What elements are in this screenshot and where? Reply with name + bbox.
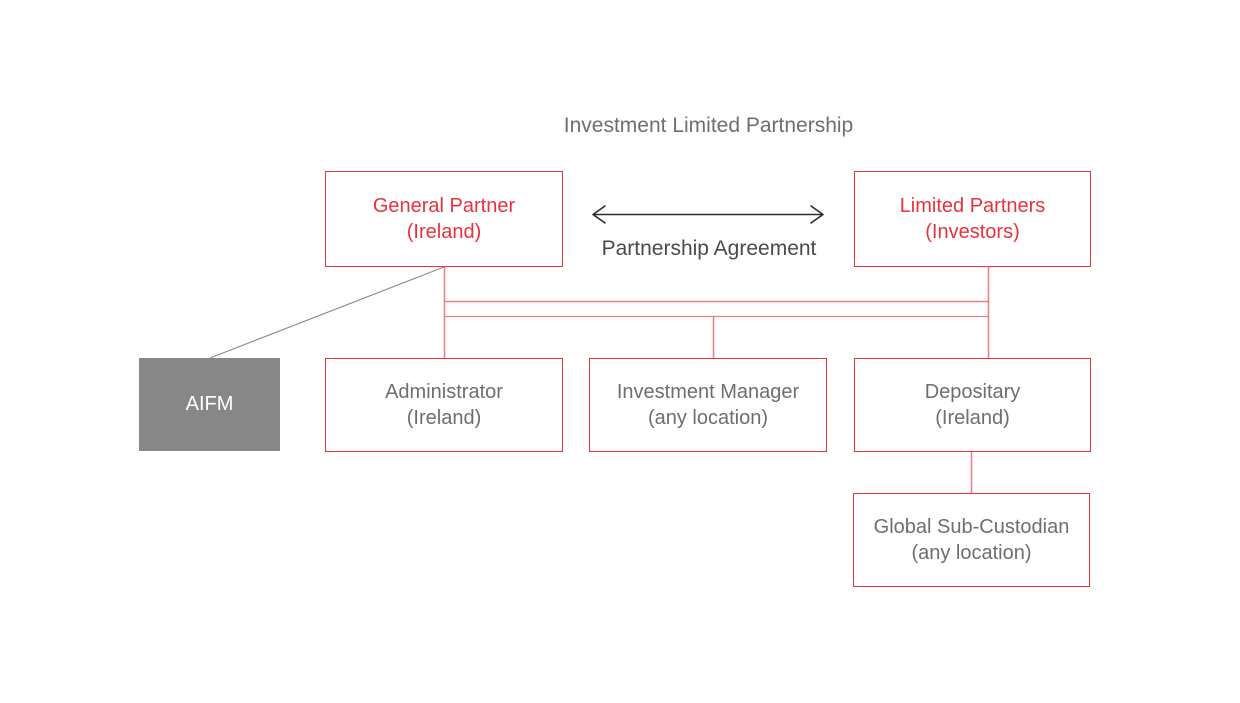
node-aifm-line1: AIFM bbox=[185, 393, 234, 416]
edge-label-partnership-agreement: Partnership Agreement bbox=[601, 237, 817, 260]
arrowhead-left-icon bbox=[592, 205, 606, 224]
node-global-sub-custodian[interactable]: Global Sub-Custodian (any location) bbox=[853, 493, 1090, 587]
node-depositary-line2: (Ireland) bbox=[935, 407, 1010, 429]
node-administrator-line2: (Ireland) bbox=[406, 407, 482, 429]
node-aifm[interactable]: AIFM bbox=[139, 358, 280, 451]
node-global-sub-custodian-line2: (any location) bbox=[911, 542, 1032, 564]
node-general-partner-line2: (Ireland) bbox=[406, 221, 482, 243]
node-administrator-line1: Administrator bbox=[385, 380, 503, 403]
diagram-title: Investment Limited Partnership bbox=[563, 114, 854, 137]
node-administrator[interactable]: Administrator (Ireland) bbox=[325, 358, 563, 452]
node-depositary-line1: Depositary bbox=[924, 380, 1021, 403]
node-depositary[interactable]: Depositary (Ireland) bbox=[854, 358, 1091, 452]
node-general-partner[interactable]: General Partner (Ireland) bbox=[325, 171, 563, 267]
node-investment-manager[interactable]: Investment Manager (any location) bbox=[589, 358, 827, 452]
node-global-sub-custodian-line1: Global Sub-Custodian bbox=[873, 515, 1070, 538]
partnership-agreement-arrow bbox=[592, 205, 824, 224]
node-investment-manager-line1: Investment Manager bbox=[616, 380, 800, 403]
connector-gp-to-aifm bbox=[209, 266, 445, 359]
node-limited-partners-line2: (Investors) bbox=[925, 221, 1020, 243]
node-general-partner-line1: General Partner bbox=[372, 194, 516, 217]
node-limited-partners[interactable]: Limited Partners (Investors) bbox=[854, 171, 1091, 267]
node-limited-partners-line1: Limited Partners bbox=[899, 194, 1046, 217]
arrowhead-right-icon bbox=[810, 205, 824, 224]
node-investment-manager-line2: (any location) bbox=[647, 407, 769, 429]
